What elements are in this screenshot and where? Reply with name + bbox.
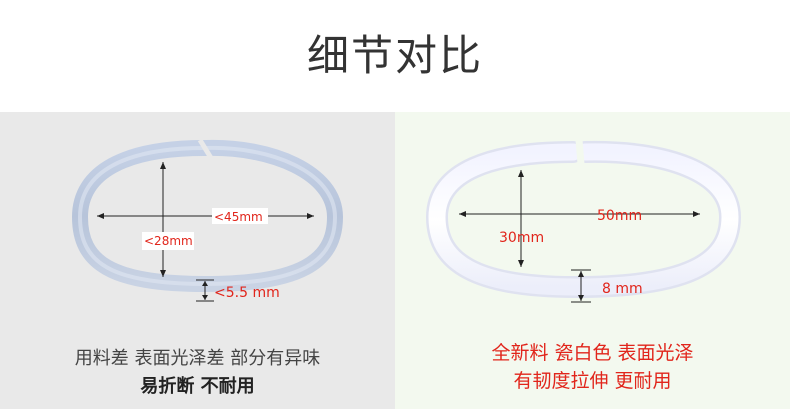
quality-ring-illustration: 50mm 30mm 8 mm	[425, 139, 742, 303]
thickness-label: 8 mm	[602, 281, 643, 297]
quality-product-panel: 50mm 30mm 8 mm 全新料 瓷白色 表面光泽 有韧度拉伸 更耐用	[395, 112, 790, 409]
height-label: 30mm	[499, 230, 544, 246]
inferior-caption-line1: 用料差 表面光泽差 部分有异味	[74, 348, 321, 369]
width-label: <45mm	[214, 210, 263, 224]
quality-caption-line1: 全新料 瓷白色 表面光泽	[491, 342, 694, 364]
inferior-ring-illustration: <45mm <28mm <5.5 mm	[71, 138, 344, 302]
width-label: 50mm	[597, 208, 642, 224]
page-title: 细节对比	[306, 31, 483, 80]
height-label: <28mm	[144, 234, 193, 248]
header: 细节对比	[0, 0, 790, 112]
quality-caption-line2: 有韧度拉伸 更耐用	[513, 370, 672, 392]
inferior-caption-line2: 易折断 不耐用	[140, 376, 255, 397]
thickness-label: <5.5 mm	[214, 285, 280, 301]
inferior-product-panel: <45mm <28mm <5.5 mm 用料差 表面光泽差 部分有异味 易折断 …	[0, 112, 395, 409]
